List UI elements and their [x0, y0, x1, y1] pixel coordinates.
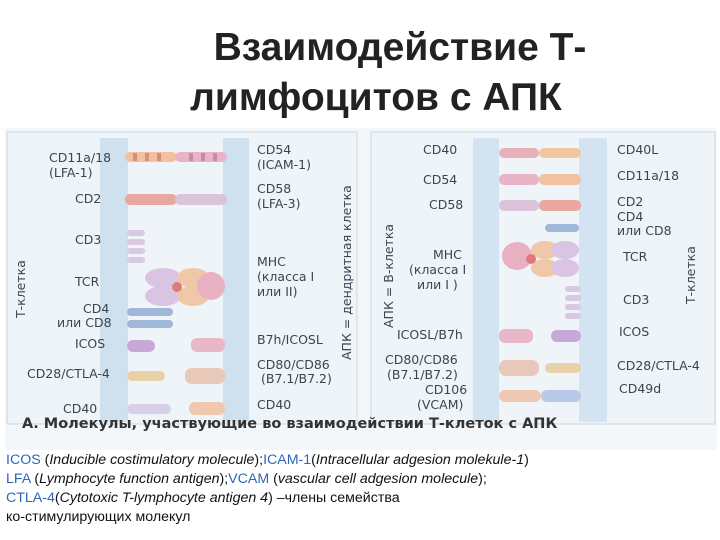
left-tcell-label-cd11a: CD11a/18 — [49, 150, 111, 165]
legend-segment-plain: ( — [54, 490, 60, 506]
left-molecule-icos-b7h — [127, 338, 225, 352]
legend-line-1: ICOS (Inducible costimulatory molecule);… — [6, 451, 718, 470]
right-molecule-cd3 — [565, 286, 581, 319]
left-tcell-label-cd2: CD2 — [75, 191, 101, 206]
left-tcell-label-cd8: или CD8 — [57, 315, 112, 330]
left-tcell-label-cd3: CD3 — [75, 232, 101, 247]
left-apc-label-icam1: (ICAM-1) — [257, 157, 311, 172]
legend-segment-plain: ); — [254, 452, 264, 468]
left-apc-label-class: (класса I — [257, 269, 314, 284]
apc-membrane-left — [223, 138, 249, 422]
legend-segment-exp: Lymphocyte function antigen — [39, 471, 220, 487]
left-tcell-side-label: Т-клетка — [13, 260, 28, 319]
legend-segment-plain: ) –члены семейства — [268, 490, 400, 506]
right-tcell-label-cd8: или CD8 — [617, 223, 672, 238]
left-apc-label-cd80: CD80/CD86 — [257, 357, 330, 372]
right-apc-label-vcam: (VCAM) — [417, 397, 463, 412]
right-apc-label-icosl: ICOSL/B7h — [397, 327, 463, 342]
right-apc-label-or1: или I ) — [417, 277, 458, 292]
legend-segment-plain: ( — [30, 471, 40, 487]
right-molecule-mhc-tcr — [502, 224, 579, 277]
left-molecule-tcr-mhc — [145, 268, 225, 306]
left-apc-label-mhc: MHC — [257, 254, 286, 269]
legend-line-2: LFA (Lymphocyte function antigen);VCAM (… — [6, 470, 718, 489]
left-apc-label-b71: (B7.1/B7.2) — [261, 371, 332, 386]
legend-segment-plain: ко-стимулирующих молекул — [6, 509, 191, 525]
legend-segment-term: CTLA-4 — [6, 490, 55, 506]
legend-segment-term: LFA — [6, 471, 31, 487]
legend-line-4: ко-стимулирующих молекул — [6, 508, 718, 527]
right-apc-label-cd40: CD40 — [423, 142, 457, 157]
right-molecule-vcam-cd49d — [499, 390, 581, 402]
left-molecule-cd28-cd80 — [127, 368, 225, 384]
left-tcell-label-tcr: TCR — [74, 274, 100, 289]
right-apc-label-cd58: CD58 — [429, 197, 463, 212]
right-apc-label-class: (класса I — [409, 262, 466, 277]
right-tcell-label-cd11a: CD11a/18 — [617, 168, 679, 183]
right-apc-side-label: АПК = В-клетка — [381, 224, 396, 328]
left-tcell-label-cd4: CD4 — [83, 301, 109, 316]
left-molecule-cd40 — [127, 402, 225, 415]
right-tcell-side-label: Т-клетка — [683, 246, 698, 305]
left-apc-label-lfa3: (LFA-3) — [257, 196, 301, 211]
left-apc-label-or2: или II) — [257, 284, 297, 299]
tcell-membrane-left — [100, 138, 128, 422]
left-apc-label-cd54: CD54 — [257, 142, 291, 157]
right-tcell-label-cd2: CD2 — [617, 194, 643, 209]
legend-segment-plain: ( — [311, 452, 316, 468]
figure-caption: А. Молекулы, участвующие во взаимодейств… — [22, 416, 558, 432]
left-molecule-cd4 — [127, 308, 173, 328]
right-tcell-label-cd40l: CD40L — [617, 142, 658, 157]
left-apc-label-cd58: CD58 — [257, 181, 291, 196]
title-line-2: лимфоцитов с АПК — [190, 76, 562, 119]
legend-line-3: CTLA-4(Cytotoxic T-lymphocyte antigen 4)… — [6, 489, 718, 508]
legend-segment-exp: Intracellular adgesion molekule-1 — [315, 452, 525, 468]
left-apc-side-label: АПК = дендритная клетка — [339, 185, 354, 360]
right-tcell-label-cd28: CD28/CTLA-4 — [617, 358, 700, 373]
right-molecule-cd54-lfa1 — [499, 174, 581, 185]
right-apc-label-cd54: CD54 — [423, 172, 457, 187]
legend-segment-term: ICOS — [6, 452, 41, 468]
right-apc-label-mhc: MHC — [433, 247, 462, 262]
legend-segment-exp: Cytotoxic T-lymphocyte antigen 4 — [59, 490, 269, 506]
right-molecule-cd58-cd2 — [499, 200, 581, 211]
apc-membrane-right — [473, 138, 499, 422]
right-molecule-icosl-icos — [499, 329, 581, 343]
right-apc-label-cd80: CD80/CD86 — [385, 352, 458, 367]
right-molecule-cd80-cd28 — [499, 360, 581, 376]
left-tcell-label-lfa1: (LFA-1) — [49, 165, 93, 180]
legend-segment-exp: Inducible costimulatory molecule — [49, 452, 255, 468]
left-molecule-cd3 — [127, 230, 145, 263]
right-apc-label-b71: (B7.1/B7.2) — [387, 367, 458, 382]
title-line-1: Взаимодействие Т- — [213, 26, 587, 69]
right-molecule-cd40-cd40l — [499, 148, 581, 158]
left-tcell-label-icos: ICOS — [75, 336, 105, 351]
tcell-membrane-right — [579, 138, 607, 422]
left-molecule-lfa1-icam1 — [125, 152, 227, 162]
abbreviation-legend: ICOS (Inducible costimulatory molecule);… — [6, 451, 718, 527]
right-tcell-label-cd49d: CD49d — [619, 381, 661, 396]
left-tcell-label-cd28: CD28/CTLA-4 — [27, 366, 110, 381]
right-tcell-label-icos: ICOS — [619, 324, 649, 339]
right-tcell-label-tcr: TCR — [622, 249, 648, 264]
legend-segment-exp: vascular cell adgesion molecule — [277, 471, 479, 487]
right-tcell-label-cd3: CD3 — [623, 292, 649, 307]
legend-segment-plain: ( — [269, 471, 278, 487]
legend-segment-term: ICAM-1 — [263, 452, 312, 468]
left-molecule-cd2-cd58 — [125, 194, 227, 205]
molecule-diagram: CD11a/18 (LFA-1) CD2 CD3 TCR CD4 или CD8… — [5, 128, 717, 450]
right-apc-label-cd106: CD106 — [425, 382, 467, 397]
legend-segment-plain: ( — [40, 452, 50, 468]
legend-segment-plain: ); — [219, 471, 229, 487]
left-apc-label-cd40: CD40 — [257, 397, 291, 412]
legend-segment-plain: ); — [478, 471, 487, 487]
right-tcell-label-cd4: CD4 — [617, 209, 643, 224]
left-apc-label-b7h: B7h/ICOSL — [257, 332, 323, 347]
legend-segment-term: VCAM — [228, 471, 270, 487]
legend-segment-plain: ) — [524, 452, 529, 468]
left-tcell-label-cd40: CD40 — [63, 401, 97, 416]
